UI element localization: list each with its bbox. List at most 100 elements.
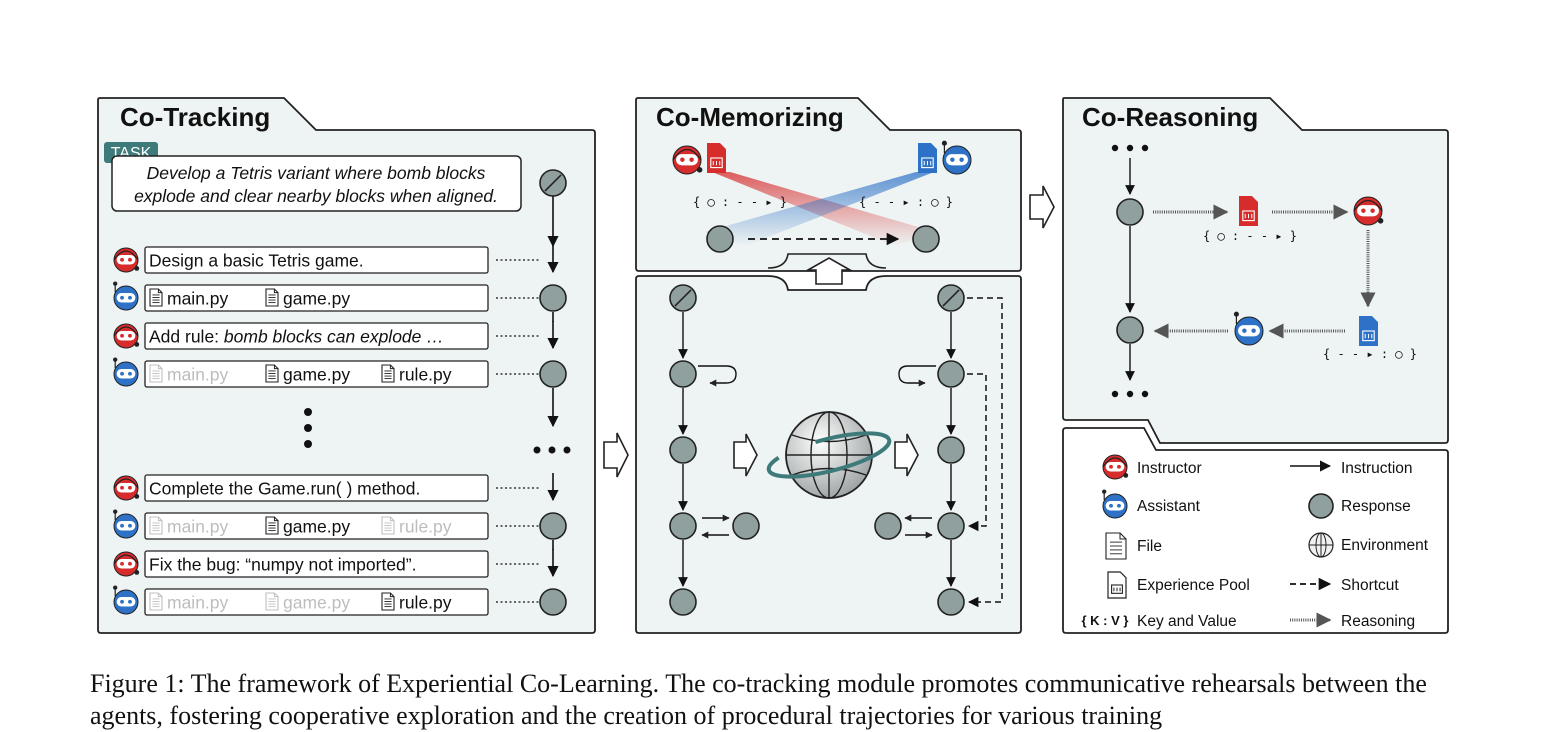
response-node (539, 512, 567, 540)
ellipsis-dot (533, 446, 541, 454)
transition-arrow-icon (603, 432, 629, 478)
assistant-robot-icon (113, 509, 139, 539)
legend-file-label: File (1137, 538, 1162, 555)
instructor-robot-icon (113, 247, 140, 273)
file-icon (149, 364, 163, 383)
task-line-1: Develop a Tetris variant where bomb bloc… (147, 163, 486, 183)
ellipsis-dot (1111, 390, 1119, 398)
instruction-box (144, 246, 489, 274)
file-name: main.py (167, 593, 229, 613)
file-icon (265, 592, 279, 611)
file-icon (381, 592, 395, 611)
response-node (937, 588, 965, 616)
instruction-box (144, 322, 489, 350)
instructor-pool-icon (1239, 196, 1258, 226)
file-icon (149, 288, 163, 307)
start-node-icon (669, 284, 697, 312)
response-node (539, 284, 567, 312)
ellipsis-dot (563, 446, 571, 454)
instructor-pool-icon (707, 143, 726, 173)
legend-environment-label: Environment (1341, 537, 1429, 554)
response-node (937, 436, 965, 464)
file-name: main.py (167, 517, 229, 537)
arrow-out-env-icon (894, 433, 919, 477)
file-icon (265, 516, 279, 535)
legend-reasoning-label: Reasoning (1341, 613, 1415, 630)
response-node (669, 360, 697, 388)
legend-kv-symbol: { K : V } (1082, 613, 1129, 628)
assistant-robot-icon (1102, 489, 1128, 519)
response-node (539, 360, 567, 388)
assistant-robot-icon (113, 357, 139, 387)
file-name: rule.py (399, 365, 452, 385)
instructor-robot-icon (1102, 454, 1129, 480)
ellipsis-dot (1141, 144, 1149, 152)
task-box (111, 155, 522, 212)
co-reasoning-title: Co-Reasoning (1082, 102, 1258, 132)
instruction-text: Complete the Game.run( ) method. (149, 479, 420, 499)
co-tracking-title: Co-Tracking (120, 102, 270, 132)
file-icon (149, 592, 163, 611)
file-icon (381, 516, 395, 535)
transition-arrow-icon (1029, 185, 1055, 229)
response-node (669, 588, 697, 616)
response-files-box (144, 360, 489, 388)
arrow-into-env-icon (733, 433, 758, 477)
task-line-2: explode and clear nearby blocks when ali… (134, 186, 498, 206)
legend-environment-icon (1308, 532, 1334, 558)
assistant-robot-icon (1233, 311, 1264, 346)
reasoning-kv-blue: { - - ▸ : ◯ } (1323, 347, 1417, 361)
instructor-robot-icon (113, 475, 140, 501)
file-name: rule.py (399, 517, 452, 537)
response-node (1308, 493, 1334, 519)
file-name: rule.py (399, 593, 452, 613)
response-files-box (144, 588, 489, 616)
instructor-robot-icon (672, 145, 703, 175)
legend-panel (1062, 427, 1449, 634)
file-icon (265, 364, 279, 383)
kv-pair-red: { ◯ : - - ▸ } (693, 195, 787, 209)
response-node (937, 512, 965, 540)
shortcut-arrow (967, 297, 1003, 608)
self-loop-arrow (898, 365, 936, 387)
ellipsis-dot (548, 446, 556, 454)
file-name: game.py (283, 365, 350, 385)
response-files-box (144, 512, 489, 540)
legend-instruction-label: Instruction (1341, 460, 1413, 477)
response-node (706, 225, 734, 253)
response-node (669, 436, 697, 464)
instructor-robot-icon (113, 551, 140, 577)
legend-pool-icon (1107, 571, 1127, 599)
ellipsis-dot (1111, 144, 1119, 152)
response-node (937, 360, 965, 388)
ellipsis-dot (304, 424, 312, 432)
assistant-robot-icon (113, 585, 139, 615)
response-node (669, 512, 697, 540)
shortcut-arrow (967, 373, 987, 532)
file-name: game.py (283, 593, 350, 613)
response-node (874, 512, 902, 540)
legend-file-icon (1105, 532, 1127, 560)
file-icon (149, 516, 163, 535)
instruction-text: Design a basic Tetris game. (149, 251, 364, 271)
response-node (732, 512, 760, 540)
file-icon (265, 288, 279, 307)
legend-kv-label: Key and Value (1137, 613, 1237, 630)
legend-instructor-label: Instructor (1137, 460, 1202, 477)
response-files-box (144, 284, 489, 312)
instruction-text: Add rule: bomb blocks can explode … (149, 327, 444, 347)
ellipsis-dot (304, 440, 312, 448)
instructor-robot-icon (1353, 196, 1384, 226)
assistant-robot-icon (941, 140, 972, 175)
reasoning-kv-red: { ◯ : - - ▸ } (1203, 229, 1297, 243)
legend-assistant-label: Assistant (1137, 498, 1201, 515)
start-node-icon (937, 284, 965, 312)
memory-extraction: { ◯ : - - ▸ } { - - ▸ : ◯ } (693, 172, 953, 246)
file-name: main.py (167, 365, 229, 385)
response-node (1116, 316, 1144, 344)
file-name: game.py (283, 517, 350, 537)
kv-pair-blue: { - - ▸ : ◯ } (859, 195, 953, 209)
self-loop-arrow (698, 365, 737, 387)
instruction-text: Fix the bug: “numpy not imported”. (149, 555, 416, 575)
